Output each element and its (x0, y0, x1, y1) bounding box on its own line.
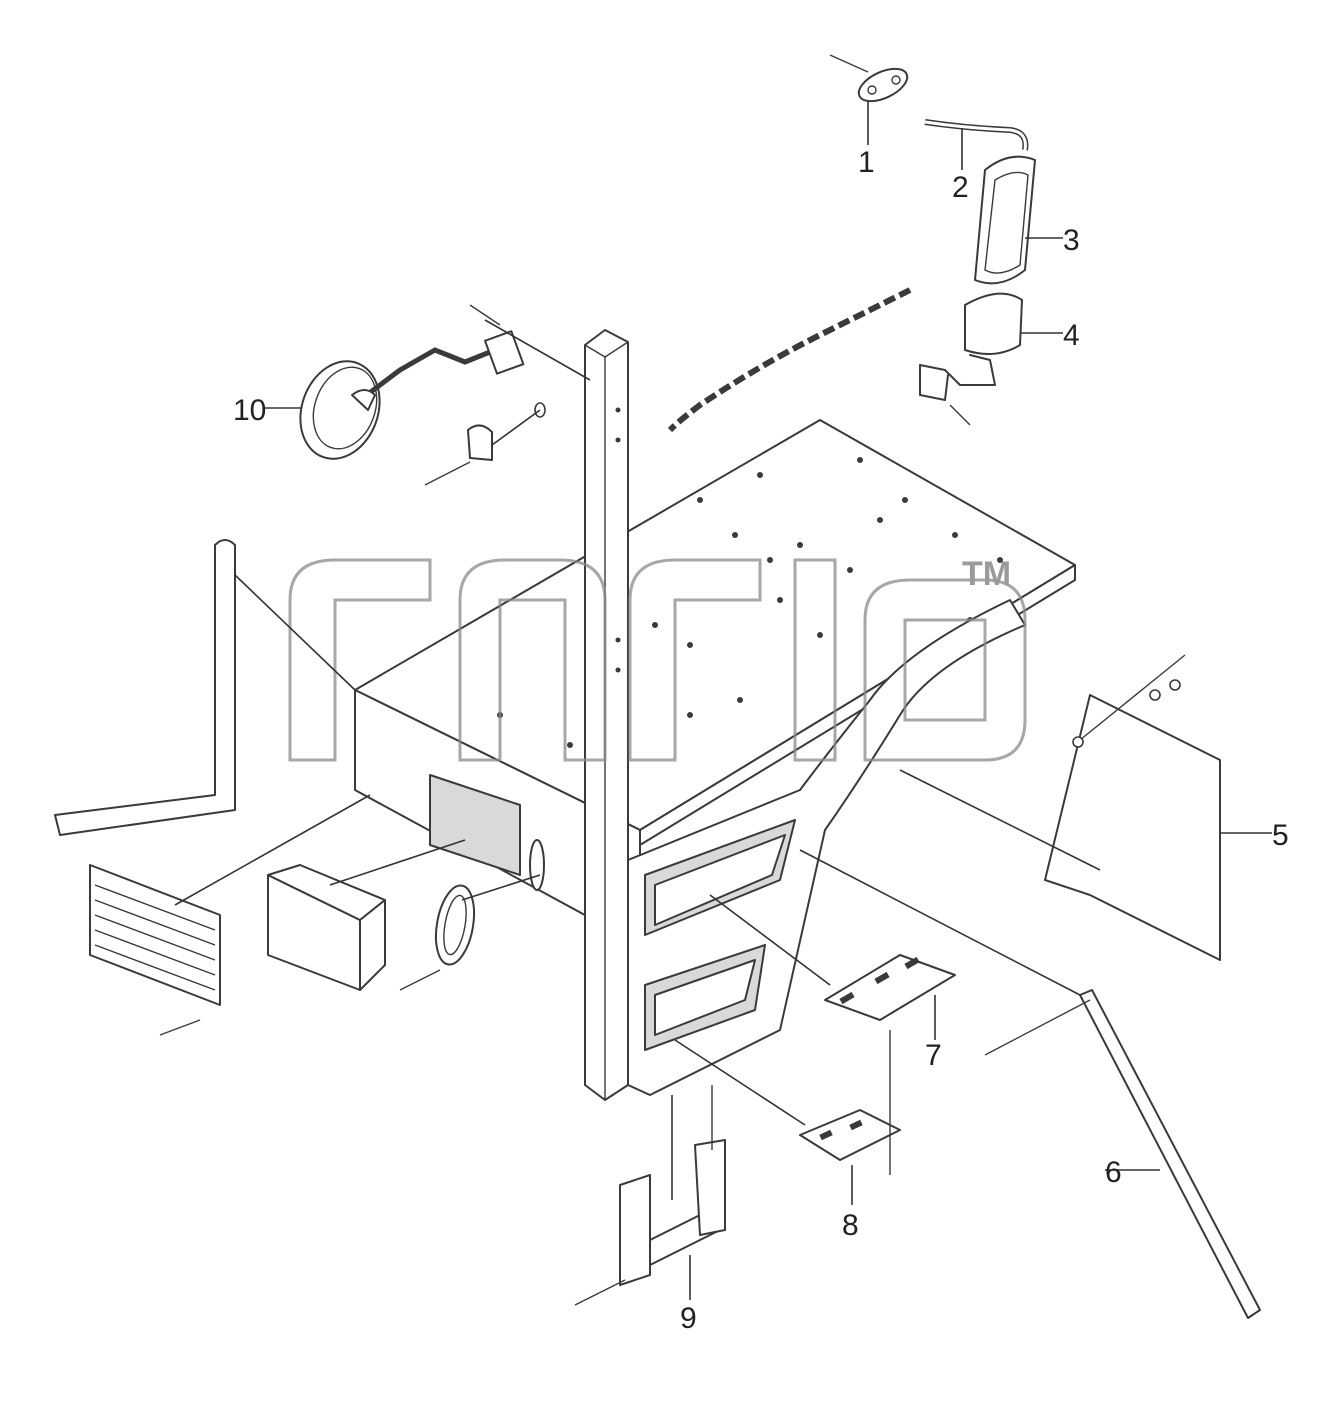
callout-1: 1 (858, 146, 875, 179)
callout-5: 5 (1272, 819, 1289, 852)
part-10-round-mirror (299, 304, 525, 460)
leader-lines (174, 100, 1272, 1300)
part-3-main-mirror (974, 155, 1036, 285)
part-6-support-rod (984, 989, 1261, 1319)
part-7-step-plate (824, 954, 956, 1021)
callout-10: 10 (233, 394, 266, 427)
grommet (434, 884, 476, 966)
callout-9: 9 (680, 1302, 697, 1335)
callout-3: 3 (1063, 224, 1080, 257)
watermark: TM (288, 555, 1027, 762)
part-2-mirror-arm (924, 119, 1029, 151)
lamp-unit (267, 864, 441, 991)
callout-6: 6 (1105, 1156, 1122, 1189)
callout-labels: 1 2 3 4 5 6 7 8 9 10 (233, 146, 1289, 1335)
part-9-lower-bracket (574, 1085, 726, 1306)
handrail-tube (54, 539, 236, 836)
part-1-mount-plate (829, 54, 909, 103)
watermark-tm: TM (962, 555, 1011, 593)
callout-4: 4 (1063, 319, 1080, 352)
mirror-cable (667, 287, 912, 433)
callout-7: 7 (925, 1039, 942, 1072)
part-8-step-plate (799, 1030, 901, 1175)
callout-8: 8 (842, 1209, 859, 1242)
cable-clip (424, 319, 591, 486)
part-4-lower-mirror (919, 292, 1023, 426)
step-frame (627, 599, 1026, 1096)
part-5-mud-flap (1044, 654, 1221, 961)
callout-2: 2 (952, 171, 969, 204)
air-grille (89, 864, 221, 1036)
